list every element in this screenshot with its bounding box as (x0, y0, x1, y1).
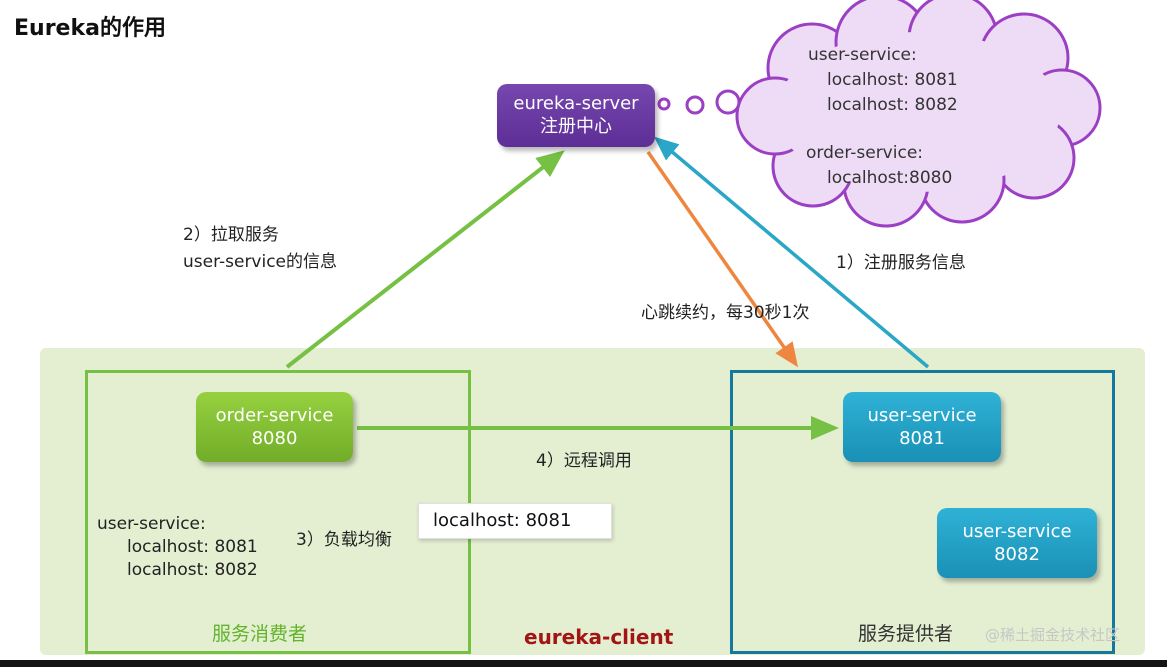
order-service-node: order-service 8080 (196, 392, 353, 462)
consumer-cache-instance-1: localhost: 8081 (127, 537, 258, 557)
bottom-bar (0, 660, 1167, 667)
remote-call-label: 4）远程调用 (536, 451, 632, 471)
service-provider-group-box (730, 370, 1115, 654)
cloud-user-service-instance-2: localhost: 8082 (827, 95, 958, 115)
eureka-server-node: eureka-server 注册中心 (497, 84, 655, 147)
order-service-port: 8080 (251, 427, 298, 449)
service-provider-label: 服务提供者 (858, 623, 954, 645)
selected-instance-box: localhost: 8081 (418, 503, 612, 539)
thought-dots (657, 89, 741, 115)
service-consumer-label: 服务消费者 (212, 623, 308, 645)
eureka-server-role: 注册中心 (540, 116, 612, 137)
eureka-client-label: eureka-client (524, 625, 674, 649)
watermark: @稀土掘金技术社区 (985, 626, 1121, 644)
heartbeat-arrow (646, 150, 799, 368)
user-service-8081-port: 8081 (899, 427, 945, 449)
page-title: Eureka的作用 (14, 16, 166, 41)
user-service-8082-port: 8082 (994, 543, 1040, 565)
user-service-8082-node: user-service 8082 (937, 508, 1097, 578)
consumer-cached-registry: user-service: localhost: 8081 localhost:… (97, 513, 258, 582)
consumer-cache-header: user-service: (97, 514, 206, 534)
user-service-8082-name: user-service (962, 520, 1072, 542)
heartbeat-label: 心跳续约，每30秒1次 (641, 303, 810, 323)
user-service-8081-node: user-service 8081 (843, 392, 1001, 462)
pull-service-label-line2: user-service的信息 (183, 252, 338, 272)
cloud-order-service-header: order-service: (806, 143, 923, 163)
pull-service-label-line1: 2）拉取服务 (183, 225, 279, 245)
cloud-order-service-instance-1: localhost:8080 (827, 168, 953, 188)
consumer-cache-instance-2: localhost: 8082 (127, 560, 258, 580)
pull-service-label: 2）拉取服务 user-service的信息 (183, 222, 337, 276)
cloud-user-service-instance-1: localhost: 8081 (827, 70, 958, 90)
cloud-user-service-header: user-service: (808, 45, 917, 65)
eureka-server-name: eureka-server (513, 93, 639, 114)
user-service-8081-name: user-service (867, 404, 977, 426)
register-service-label: 1）注册服务信息 (836, 253, 966, 273)
order-service-name: order-service (215, 404, 334, 426)
load-balance-label: 3）负载均衡 (296, 530, 392, 550)
